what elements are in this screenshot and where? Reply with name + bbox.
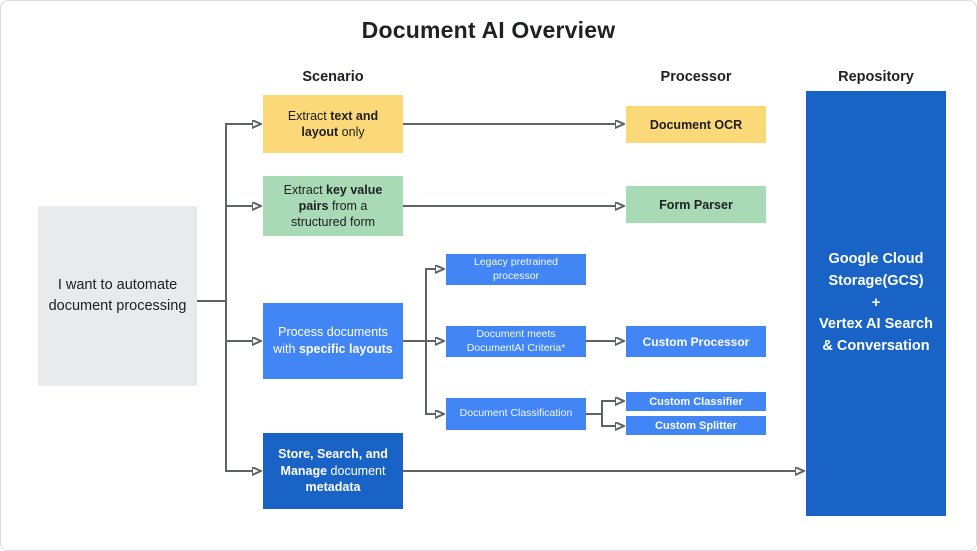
scenario-extract-text-layout: Extract text and layout only xyxy=(263,95,403,153)
repository-box: Google Cloud Storage(GCS) + Vertex AI Se… xyxy=(806,91,946,516)
root-intent-label: I want to automate document processing xyxy=(48,276,187,314)
node-legacy-pretrained-processor: Legacy pretrained processor xyxy=(446,254,586,285)
column-header-repository: Repository xyxy=(838,69,914,85)
page-title: Document AI Overview xyxy=(361,17,616,43)
custom-processor-label: Custom Processor xyxy=(642,334,750,349)
scenario-extract-key-value-label: Extract key value pairs from a structure… xyxy=(283,182,383,230)
custom-splitter-label: Custom Splitter xyxy=(655,419,737,432)
processor-custom-processor: Custom Processor xyxy=(626,326,766,357)
node-documentai-criteria: Document meets DocumentAI Criteria* xyxy=(446,326,586,357)
document-classification-label: Document Classification xyxy=(459,407,573,420)
processor-custom-classifier: Custom Classifier xyxy=(626,392,766,411)
scenario-specific-layouts: Process documents with specific layouts xyxy=(263,303,403,379)
scenario-store-search-manage: Store, Search, and Manage document metad… xyxy=(263,433,403,509)
column-header-processor: Processor xyxy=(660,69,732,85)
scenario-extract-key-value: Extract key value pairs from a structure… xyxy=(263,176,403,236)
legacy-pretrained-label: Legacy pretrained processor xyxy=(473,255,559,282)
scenario-store-search-manage-label: Store, Search, and Manage document metad… xyxy=(278,446,388,495)
scenario-specific-layouts-label: Process documents with specific layouts xyxy=(273,325,393,356)
column-header-scenario: Scenario xyxy=(302,69,364,85)
processor-document-ocr: Document OCR xyxy=(626,106,766,143)
form-parser-label: Form Parser xyxy=(659,197,733,212)
scenario-extract-text-layout-label: Extract text and layout only xyxy=(287,108,379,139)
document-ocr-label: Document OCR xyxy=(649,117,743,132)
processor-form-parser: Form Parser xyxy=(626,186,766,223)
custom-classifier-label: Custom Classifier xyxy=(649,395,743,408)
processor-custom-splitter: Custom Splitter xyxy=(626,416,766,435)
documentai-criteria-label: Document meets DocumentAI Criteria* xyxy=(466,327,566,354)
node-document-classification: Document Classification xyxy=(446,398,586,430)
root-intent-box: I want to automate document processing xyxy=(38,206,197,386)
repository-label: Google Cloud Storage(GCS) + Vertex AI Se… xyxy=(819,251,933,355)
